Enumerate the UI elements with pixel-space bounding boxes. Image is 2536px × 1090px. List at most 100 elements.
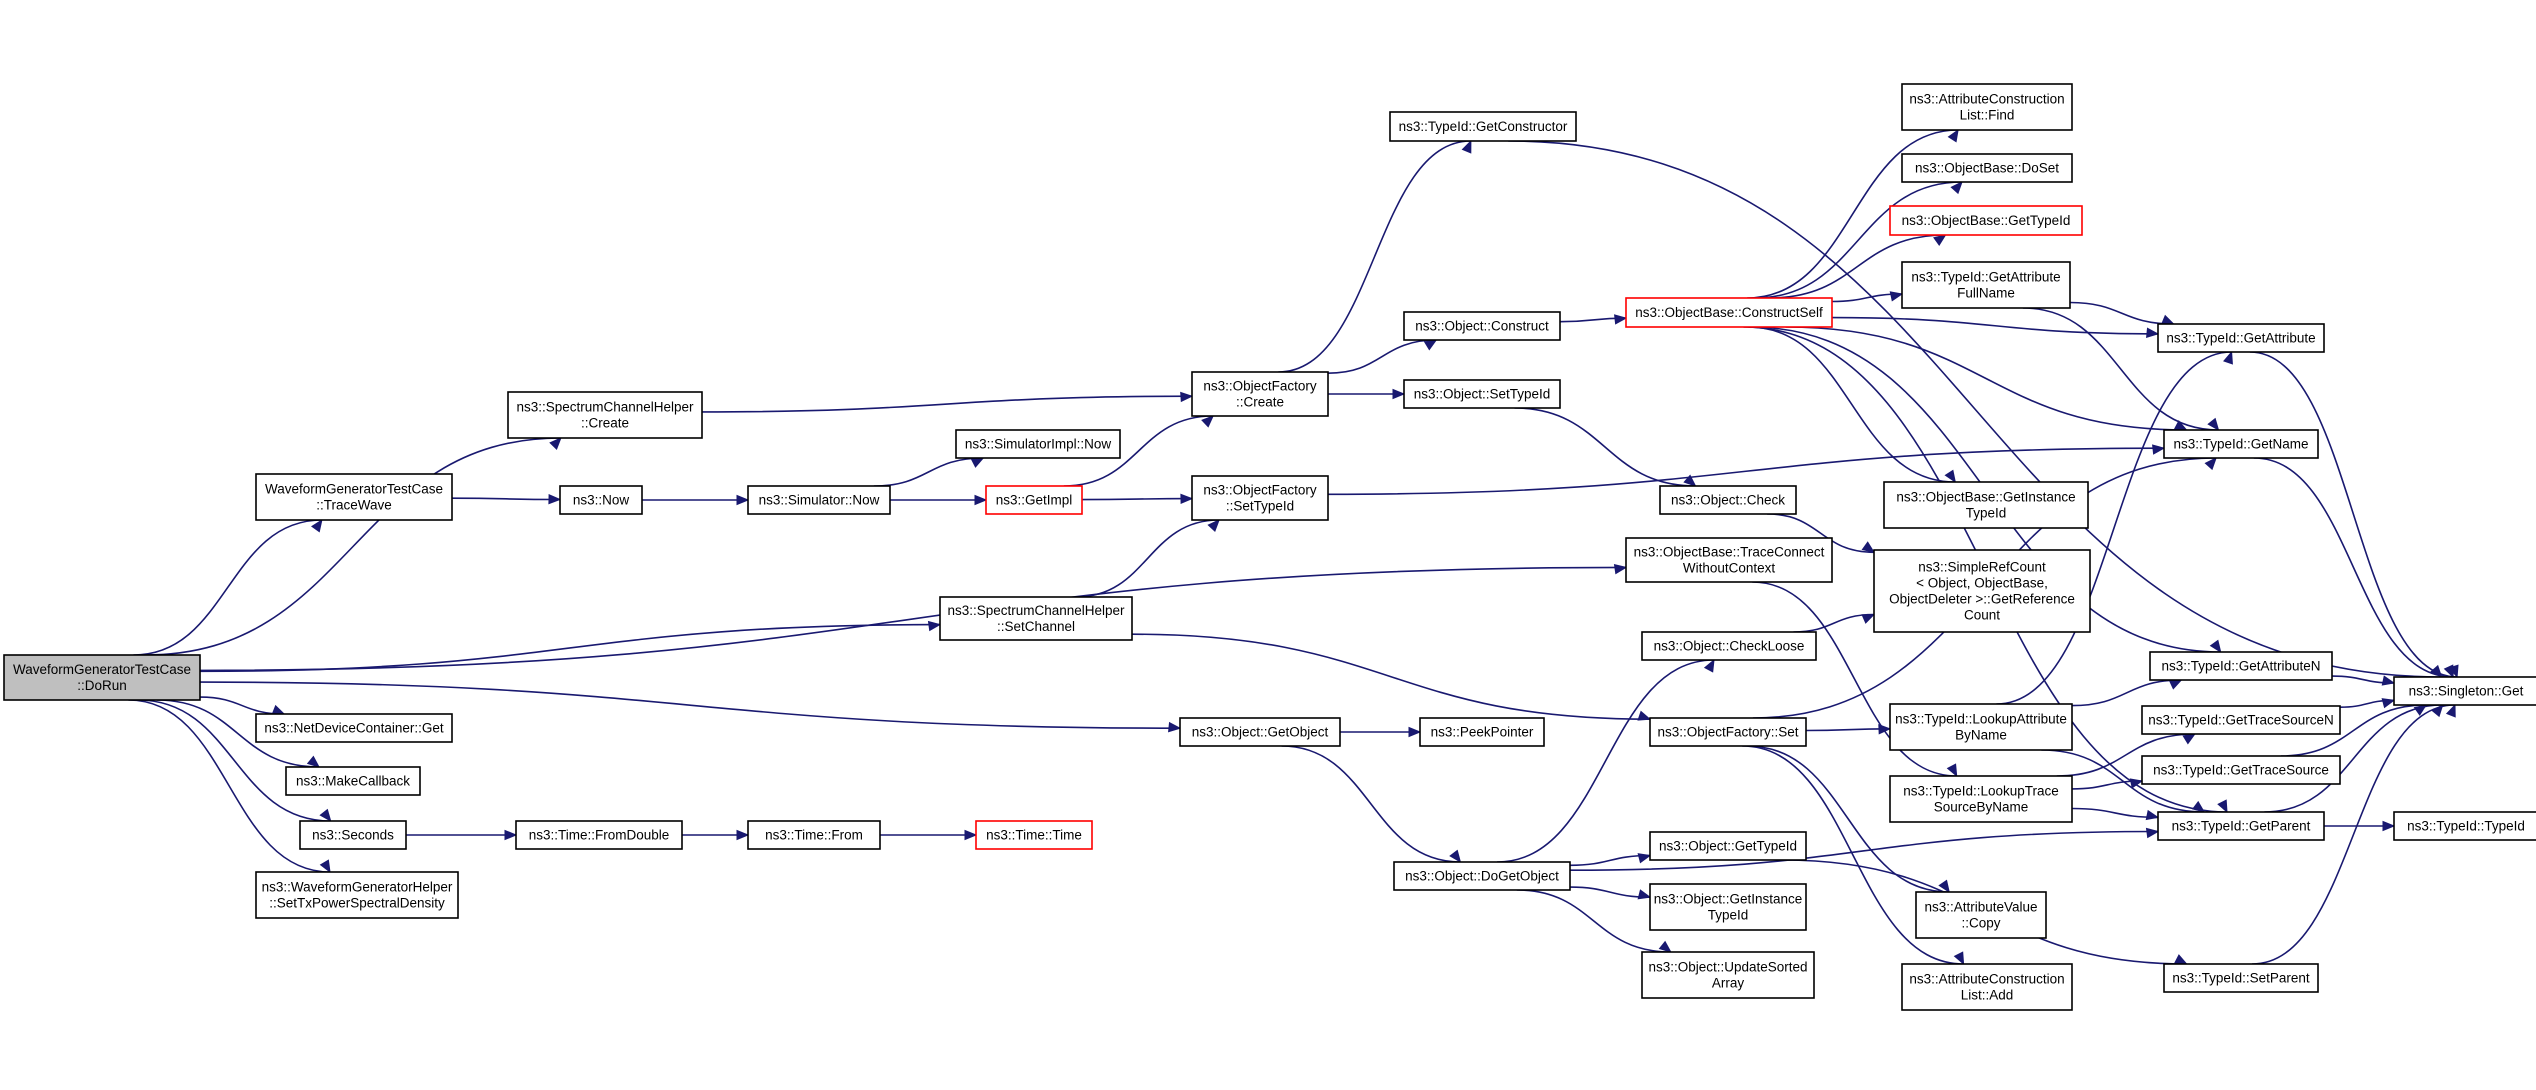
arrowhead-icon: [1168, 721, 1182, 733]
arrowhead-icon: [319, 859, 331, 874]
node-ob-getTypeId[interactable]: ns3::ObjectBase::GetTypeId: [1889, 205, 2083, 236]
node-singleton-get[interactable]: ns3::Singleton::Get: [2393, 676, 2536, 706]
node-tid-typeId[interactable]: ns3::TypeId::TypeId: [2393, 811, 2536, 841]
node-time-time[interactable]: ns3::Time::Time: [975, 820, 1093, 850]
node-label-line: ns3::Object::UpdateSorted: [1648, 960, 1807, 975]
node-obj-getObject[interactable]: ns3::Object::GetObject: [1179, 717, 1341, 747]
call-edge-tid_getAttrFullName-to-tid_getName: [2022, 307, 2219, 431]
node-label-line: ns3::Object::GetObject: [1192, 725, 1329, 740]
node-tid-getName[interactable]: ns3::TypeId::GetName: [2163, 429, 2319, 459]
node-sim-now[interactable]: ns3::Simulator::Now: [747, 485, 891, 515]
arrowhead-icon: [2146, 327, 2160, 338]
node-of-create[interactable]: ns3::ObjectFactory::Create: [1191, 371, 1329, 417]
node-time-fromDouble[interactable]: ns3::Time::FromDouble: [515, 820, 683, 850]
node-box: [507, 391, 703, 439]
node-tid-getConstructor[interactable]: ns3::TypeId::GetConstructor: [1389, 111, 1577, 142]
call-edge-tid_lookupTrace-to-tid_getTraceSourceN: [2056, 733, 2195, 777]
call-edge-ob_constructSelf-to-acl_find: [1747, 129, 1959, 299]
call-edge-obj_check-to-src_getRefCount: [1767, 513, 1875, 554]
node-sch-create[interactable]: ns3::SpectrumChannelHelper::Create: [507, 391, 703, 439]
arrowhead-icon: [1637, 889, 1652, 900]
node-obj-doGetObject[interactable]: ns3::Object::DoGetObject: [1393, 861, 1571, 891]
node-seconds[interactable]: ns3::Seconds: [299, 820, 407, 850]
node-now[interactable]: ns3::Now: [559, 485, 643, 515]
node-box: [1649, 831, 1807, 861]
node-obj-setTypeId[interactable]: ns3::Object::SetTypeId: [1403, 379, 1561, 409]
node-ob-traceConnect[interactable]: ns3::ObjectBase::TraceConnectWithoutCont…: [1625, 537, 1833, 583]
node-box: [747, 485, 891, 515]
call-graph-nodes: WaveformGeneratorTestCase::DoRun ns3::Spe…: [3, 83, 2536, 1011]
node-of-setTypeId[interactable]: ns3::ObjectFactory::SetTypeId: [1191, 475, 1329, 521]
node-label-line: ns3::ObjectBase::GetInstance: [1896, 490, 2075, 505]
node-ndc-get[interactable]: ns3::NetDeviceContainer::Get: [255, 713, 453, 743]
call-edge-traceWave-to-now: [451, 497, 561, 501]
call-edge-tid_getConstructor-to-singleton_get: [1508, 140, 2442, 678]
call-edge-tid_getAttrFullName-to-tid_getAttribute: [2069, 301, 2174, 325]
call-edge-obj_doGetObject-to-obj_updateSorted: [1516, 889, 1671, 953]
node-label-line: ns3::ObjectBase::GetTypeId: [1902, 213, 2071, 228]
node-peekPointer[interactable]: ns3::PeekPointer: [1419, 717, 1545, 747]
node-src-getRefCount[interactable]: ns3::SimpleRefCount< Object, ObjectBase,…: [1873, 549, 2091, 633]
node-wgh-setTx[interactable]: ns3::WaveformGeneratorHelper::SetTxPower…: [255, 871, 459, 919]
node-traceWave[interactable]: WaveformGeneratorTestCase::TraceWave: [255, 473, 453, 521]
node-label-line: ns3::Object::Check: [1671, 493, 1785, 508]
node-sch-setChannel[interactable]: ns3::SpectrumChannelHelper::SetChannel: [939, 596, 1133, 641]
arrowhead-icon: [2191, 800, 2206, 813]
node-makeCallback[interactable]: ns3::MakeCallback: [285, 766, 421, 796]
call-edge-obj_getObject-to-obj_doGetObject: [1281, 745, 1461, 863]
call-edge-tid_lookupAttr-to-tid_getAttribute: [1996, 351, 2232, 705]
arrowhead-icon: [2161, 314, 2175, 325]
node-label-line: ns3::TypeId::GetParent: [2172, 819, 2311, 834]
node-getImpl[interactable]: ns3::GetImpl: [985, 485, 1083, 515]
node-tid-setParent[interactable]: ns3::TypeId::SetParent: [2163, 963, 2319, 993]
node-label-line: ::Create: [1236, 395, 1284, 410]
node-av-copy[interactable]: ns3::AttributeValue::Copy: [1915, 891, 2047, 939]
node-simImpl-now[interactable]: ns3::SimulatorImpl::Now: [955, 429, 1121, 459]
call-edge-ob_traceConnect-to-tid_lookupTrace: [1752, 581, 1957, 777]
node-tid-getTraceSource[interactable]: ns3::TypeId::GetTraceSource: [2141, 755, 2341, 785]
node-box: [1419, 717, 1545, 747]
node-tid-getTraceSourceN[interactable]: ns3::TypeId::GetTraceSourceN: [2141, 705, 2341, 735]
node-doRun[interactable]: WaveformGeneratorTestCase::DoRun: [3, 654, 201, 701]
node-box: [3, 654, 201, 701]
node-box: [1889, 205, 2083, 236]
node-label-line: WithoutContext: [1683, 561, 1776, 576]
node-obj-check[interactable]: ns3::Object::Check: [1659, 485, 1797, 515]
arrowhead-icon: [970, 457, 985, 468]
arrowhead-icon: [2207, 417, 2220, 432]
node-box: [2393, 811, 2536, 841]
node-tid-getAttributeN[interactable]: ns3::TypeId::GetAttributeN: [2149, 651, 2333, 681]
node-label-line: ns3::SimulatorImpl::Now: [965, 437, 1112, 452]
node-box: [2157, 323, 2325, 353]
arrowhead-icon: [2174, 954, 2188, 965]
node-obj-construct[interactable]: ns3::Object::Construct: [1403, 311, 1561, 341]
node-obj-checkLoose[interactable]: ns3::Object::CheckLoose: [1641, 631, 1817, 661]
call-edge-of_create-to-obj_construct: [1327, 339, 1437, 374]
node-tid-getParent[interactable]: ns3::TypeId::GetParent: [2157, 811, 2325, 841]
node-box: [1403, 379, 1561, 409]
call-edge-obj_doGetObject-to-obj_getInstanceTypeId: [1569, 886, 1651, 898]
node-box: [1389, 111, 1577, 142]
node-of-set[interactable]: ns3::ObjectFactory::Set: [1649, 717, 1807, 747]
node-ob-constructSelf[interactable]: ns3::ObjectBase::ConstructSelf: [1625, 297, 1833, 328]
node-box: [2149, 651, 2333, 681]
node-ob-doSet[interactable]: ns3::ObjectBase::DoSet: [1901, 153, 2073, 183]
node-tid-getAttribute[interactable]: ns3::TypeId::GetAttribute: [2157, 323, 2325, 353]
node-obj-getTypeId[interactable]: ns3::Object::GetTypeId: [1649, 831, 1807, 861]
node-label-line: ns3::Simulator::Now: [759, 493, 880, 508]
node-box: [255, 713, 453, 743]
call-edge-tid_getName-to-singleton_get: [2253, 457, 2454, 678]
node-box: [2393, 676, 2536, 706]
node-time-from[interactable]: ns3::Time::From: [747, 820, 881, 850]
arrowhead-icon: [1938, 879, 1950, 894]
node-label-line: ns3::Object::SetTypeId: [1414, 387, 1551, 402]
